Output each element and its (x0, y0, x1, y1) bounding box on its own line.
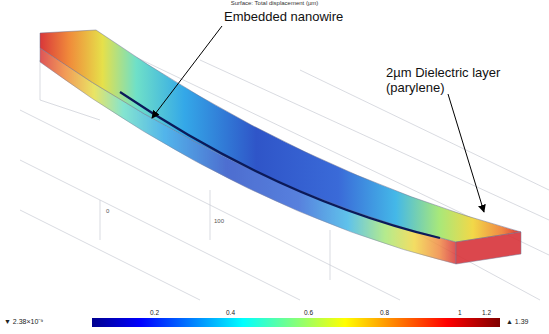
leader-line (448, 94, 484, 212)
scale-tick: 0.6 (304, 309, 313, 316)
scale-tick: 1.2 (482, 309, 491, 316)
range-min: ▼ 2.38×10⁻⁹ (4, 318, 43, 326)
leader-line (152, 26, 222, 118)
scale-tick: 0.2 (150, 309, 159, 316)
range-max: ▲ 1.39 (506, 318, 529, 326)
beam-top-face (40, 30, 521, 242)
callout-label: Embedded nanowire (224, 10, 343, 25)
axis-tick: 100 (214, 218, 224, 225)
scale-tick: 1 (458, 309, 462, 316)
scale-tick: 0.8 (380, 309, 389, 316)
scale-tick: 0.4 (226, 309, 235, 316)
color-bar (92, 318, 500, 327)
beam-right-end (456, 232, 521, 264)
plot-title: Surface: Total displacement (µm) (0, 0, 549, 7)
axis-tick: 0 (106, 208, 109, 215)
callout-label: 2µm Dielectric layer (parylene) (386, 66, 546, 96)
embedded-nanowire (120, 92, 440, 238)
